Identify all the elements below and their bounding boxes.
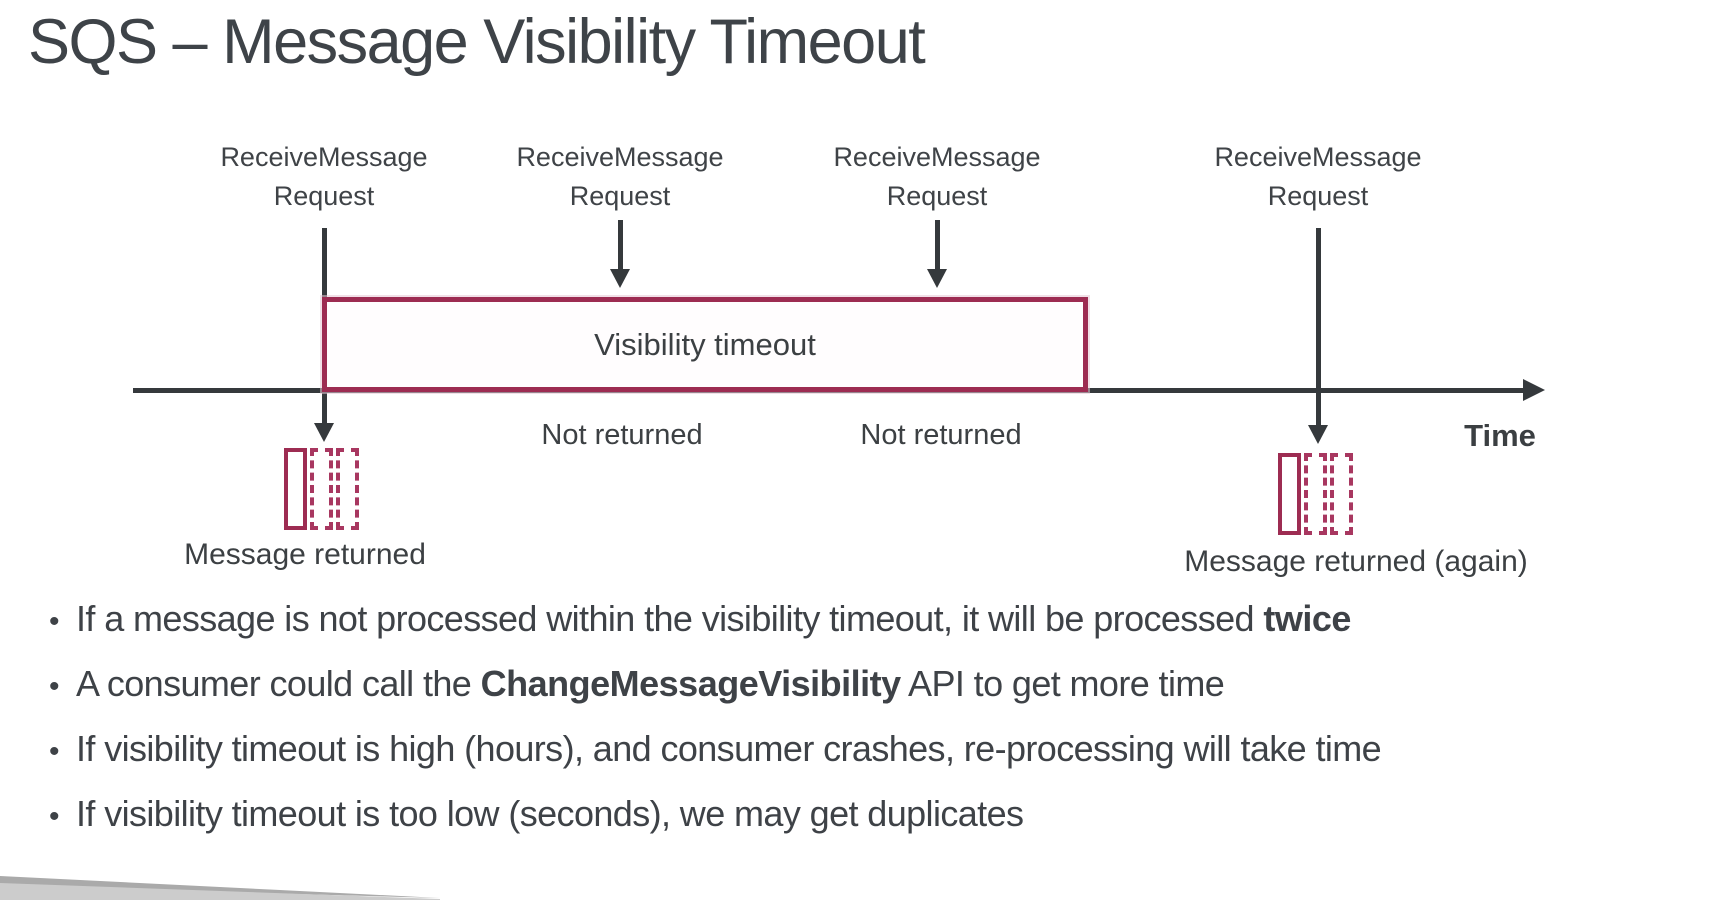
message-returned-label: Message returned (184, 538, 426, 571)
message-ghost-icon (1304, 453, 1327, 535)
bullet-marker: • (49, 735, 60, 768)
message-returned-again-label: Message returned (again) (1184, 545, 1528, 578)
visibility-timeout-label: Visibility timeout (594, 326, 816, 362)
bullet-item: • If visibility timeout is too low (secon… (32, 793, 1704, 858)
bullet-segment: If visibility timeout is high (hours), a… (76, 728, 1382, 769)
bullet-segment: API to get more time (900, 663, 1225, 704)
bullet-segment: A consumer could call the (76, 663, 481, 704)
arrow-shaft (935, 220, 940, 270)
arrow-shaft (618, 220, 623, 270)
message-icon (1278, 453, 1301, 535)
receive-request-label-1: ReceiveMessage Request (220, 142, 428, 212)
receive-request-label-2: ReceiveMessage Request (516, 142, 724, 212)
not-returned-label-2: Not returned (860, 419, 1022, 451)
message-icon (284, 448, 307, 530)
arrow-down-icon (610, 269, 630, 288)
arrow-down-icon (314, 423, 334, 442)
arrow-down-icon (927, 269, 947, 288)
bullet-list: • If a message is not processed within th… (32, 598, 1704, 858)
bullet-item: • A consumer could call the ChangeMessage… (32, 663, 1704, 728)
bullet-marker: • (49, 670, 60, 703)
bullet-segment: If a message is not processed within the… (76, 598, 1264, 639)
bullet-bold-term: ChangeMessageVisibility (480, 663, 902, 704)
bullet-bold-term: twice (1263, 598, 1351, 639)
time-axis-label: Time (1464, 418, 1536, 453)
bullet-item: • If a message is not processed within th… (32, 598, 1704, 663)
arrow-shaft (1316, 228, 1321, 426)
not-returned-label-1: Not returned (541, 419, 703, 451)
message-ghost-icon (1330, 453, 1353, 535)
bullet-marker: • (49, 800, 60, 833)
receive-request-label-3: ReceiveMessage Request (833, 142, 1041, 212)
slide-title: SQS – Message Visibility Timeout (28, 7, 926, 77)
arrow-right-icon (1523, 379, 1545, 401)
visibility-timeout-box: Visibility timeout (322, 297, 1088, 392)
bullet-marker: • (49, 605, 60, 638)
bullet-segment: If visibility timeout is too low (second… (76, 793, 1024, 834)
message-ghost-icon (336, 448, 359, 530)
receive-request-label-4: ReceiveMessage Request (1214, 142, 1422, 212)
corner-wedge-decoration (0, 876, 440, 900)
arrow-down-icon (1308, 425, 1328, 444)
bullet-item: • If visibility timeout is high (hours), … (32, 728, 1704, 793)
message-ghost-icon (310, 448, 333, 530)
message-returned-icons (284, 448, 362, 530)
message-returned-again-icons (1278, 453, 1356, 535)
